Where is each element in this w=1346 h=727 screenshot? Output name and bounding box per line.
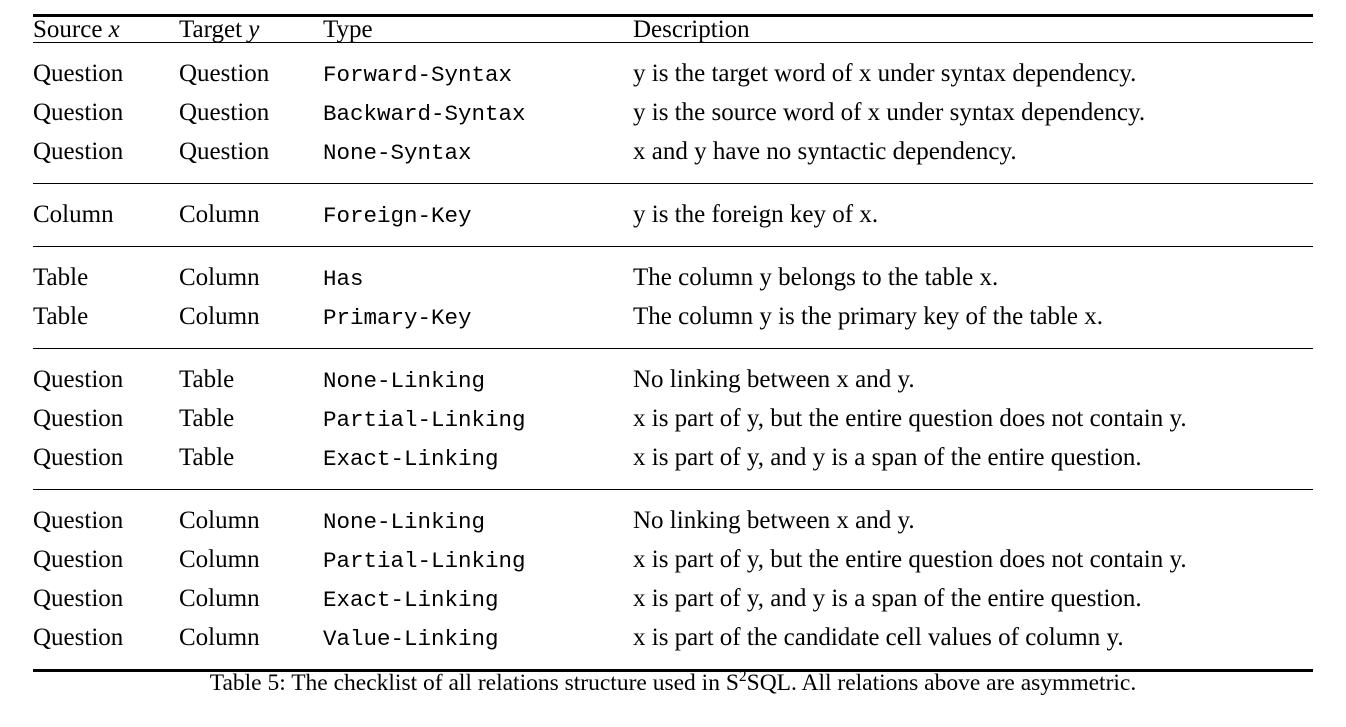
cell-description: y is the target word of x under syntax d… — [633, 60, 1137, 87]
cell-target: Question — [179, 99, 270, 126]
cell-source: Question — [33, 444, 124, 471]
cell-description: y is the foreign key of x. — [633, 201, 879, 228]
column-header-target-label: Target — [179, 16, 243, 43]
table-rule-group — [33, 489, 1313, 490]
table-row: Question Column None-Linking No linking … — [33, 490, 1313, 541]
cell-target: Column — [179, 303, 260, 330]
cell-source: Table — [33, 264, 89, 291]
table-rule-header — [33, 42, 1313, 43]
cell-source: Column — [33, 201, 114, 228]
cell-description: The column y belongs to the table x. — [633, 264, 999, 291]
cell-source: Question — [33, 60, 124, 87]
relations-table-container: Source x Target y Type Description Quest… — [33, 14, 1313, 673]
table-row: Question Table Exact-Linking x is part o… — [33, 439, 1313, 490]
cell-source: Question — [33, 366, 124, 393]
cell-description: x is part of y, and y is a span of the e… — [633, 444, 1142, 471]
table-row: Question Question None-Syntax x and y ha… — [33, 133, 1313, 184]
column-header-target-variable: y — [248, 16, 260, 43]
table-row: Table Column Has The column y belongs to… — [33, 247, 1313, 298]
caption-label: Table 5: — [209, 670, 286, 696]
table-rule-bottom — [33, 669, 1313, 673]
cell-target: Column — [179, 201, 260, 228]
cell-type: Partial-Linking — [323, 548, 526, 574]
table-caption: Table 5: The checklist of all relations … — [0, 668, 1346, 698]
cell-source: Question — [33, 99, 124, 126]
cell-target: Question — [179, 60, 270, 87]
column-header-target: Target y — [179, 17, 323, 43]
caption-superscript: 2 — [738, 668, 747, 686]
cell-description: x and y have no syntactic dependency. — [633, 138, 1017, 165]
column-header-source-variable: x — [108, 16, 120, 43]
column-header-source-label: Source — [33, 16, 103, 43]
cell-description: x is part of y, but the entire question … — [633, 405, 1187, 432]
table-row: Question Question Backward-Syntax y is t… — [33, 94, 1313, 133]
cell-type: Foreign-Key — [323, 203, 472, 229]
cell-target: Column — [179, 264, 260, 291]
relations-table: Source x Target y Type Description Quest… — [33, 14, 1313, 673]
caption-text-after: SQL. All relations above are asymmetric. — [746, 670, 1137, 696]
column-header-description: Description — [633, 16, 750, 43]
cell-source: Question — [33, 585, 124, 612]
cell-source: Question — [33, 138, 124, 165]
cell-description: y is the source word of x under syntax d… — [633, 99, 1146, 126]
cell-type: Partial-Linking — [323, 407, 526, 433]
cell-type: Exact-Linking — [323, 587, 499, 613]
cell-description: No linking between x and y. — [633, 366, 915, 393]
cell-target: Column — [179, 585, 260, 612]
cell-description: No linking between x and y. — [633, 507, 915, 534]
cell-target: Column — [179, 624, 260, 651]
cell-target: Table — [179, 405, 235, 432]
cell-source: Question — [33, 507, 124, 534]
cell-source: Question — [33, 546, 124, 573]
table-row: Question Question Forward-Syntax y is th… — [33, 43, 1313, 94]
cell-target: Column — [179, 507, 260, 534]
table-row: Table Column Primary-Key The column y is… — [33, 298, 1313, 349]
table-rule-group — [33, 348, 1313, 349]
cell-description: x is part of y, but the entire question … — [633, 546, 1187, 573]
cell-target: Table — [179, 444, 235, 471]
cell-source: Question — [33, 405, 124, 432]
cell-target: Table — [179, 366, 235, 393]
table-rule-group — [33, 183, 1313, 184]
cell-description: The column y is the primary key of the t… — [633, 303, 1104, 330]
table-row: Question Column Partial-Linking x is par… — [33, 541, 1313, 580]
table-row: Question Column Exact-Linking x is part … — [33, 580, 1313, 619]
table-rule-top — [33, 14, 1313, 18]
column-header-source: Source x — [33, 17, 179, 43]
cell-description: x is part of the candidate cell values o… — [633, 624, 1124, 651]
table-body: Question Question Forward-Syntax y is th… — [33, 43, 1313, 673]
table-row: Column Column Foreign-Key y is the forei… — [33, 184, 1313, 247]
cell-target: Question — [179, 138, 270, 165]
column-header-type: Type — [323, 16, 373, 43]
cell-source: Question — [33, 624, 124, 651]
cell-type: Primary-Key — [323, 305, 472, 331]
cell-source: Table — [33, 303, 89, 330]
cell-type: None-Syntax — [323, 140, 472, 166]
cell-type: Has — [323, 266, 364, 292]
cell-type: Value-Linking — [323, 626, 499, 652]
cell-type: None-Linking — [323, 509, 486, 535]
table-header-row: Source x Target y Type Description — [33, 17, 1313, 43]
caption-text-before: The checklist of all relations structure… — [291, 670, 739, 696]
cell-type: Exact-Linking — [323, 446, 499, 472]
table-rule-group — [33, 246, 1313, 247]
table-row: Question Table Partial-Linking x is part… — [33, 400, 1313, 439]
cell-type: Backward-Syntax — [323, 101, 526, 127]
table-row: Question Table None-Linking No linking b… — [33, 349, 1313, 400]
cell-description: x is part of y, and y is a span of the e… — [633, 585, 1142, 612]
table-row: Question Column Value-Linking x is part … — [33, 619, 1313, 671]
cell-type: None-Linking — [323, 368, 486, 394]
cell-type: Forward-Syntax — [323, 62, 513, 88]
cell-target: Column — [179, 546, 260, 573]
table-header: Source x Target y Type Description — [33, 14, 1313, 43]
